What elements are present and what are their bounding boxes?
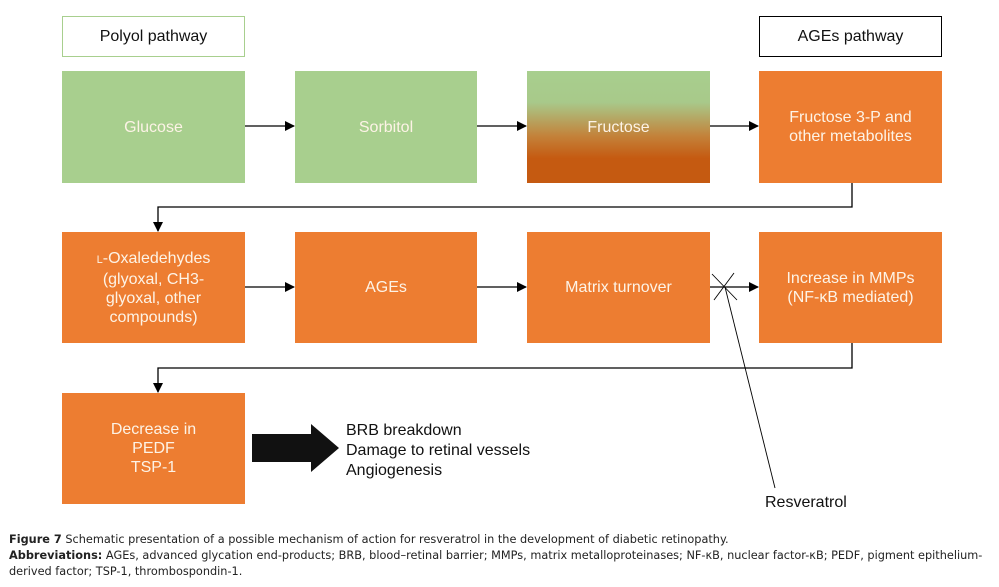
node-ages: AGEs (295, 232, 477, 343)
inhibition-cross-stroke-1 (711, 273, 738, 301)
figure-title: Figure 7 Schematic presentation of a pos… (9, 532, 994, 548)
resveratrol-label: Resveratrol (765, 494, 847, 511)
abbreviations: Abbreviations: AGEs, advanced glycation … (9, 548, 994, 580)
ages-pathway-text: AGEs pathway (797, 27, 904, 45)
resveratrol-inhibition-line (724, 286, 776, 489)
oxaledehydes-text: -Oxaledehydes (glyoxal, CH3- glyoxal, ot… (102, 249, 211, 326)
abbreviations-label: Abbreviations: (9, 549, 103, 562)
figure-label: Figure 7 (9, 533, 62, 546)
polyol-pathway-label: Polyol pathway (62, 16, 245, 57)
figure-description: Schematic presentation of a possible mec… (61, 533, 729, 546)
node-fructose-3p: Fructose 3-P and other metabolites (759, 71, 942, 183)
node-sorbitol: Sorbitol (295, 71, 477, 183)
figure-caption: Figure 7 Schematic presentation of a pos… (9, 532, 994, 580)
node-decrease-pedf: Decrease in PEDF TSP-1 (62, 393, 245, 504)
arrow-mmps-pedf (153, 343, 853, 393)
node-matrix-turnover: Matrix turnover (527, 232, 710, 343)
abbreviations-text: AGEs, advanced glycation end-products; B… (9, 549, 983, 578)
block-arrow-icon (252, 424, 339, 472)
node-fructose: Fructose (527, 71, 710, 183)
l-prefix: L (96, 253, 103, 266)
effect-item: Damage to retinal vessels (346, 442, 531, 459)
effects-list: BRB breakdown Damage to retinal vessels … (346, 421, 530, 481)
node-increase-mmps: Increase in MMPs (NF-κB mediated) (759, 232, 942, 343)
node-glucose: Glucose (62, 71, 245, 183)
effect-item: BRB breakdown (346, 422, 462, 439)
polyol-pathway-text: Polyol pathway (99, 27, 208, 45)
arrow-fructose3p-oxaledehydes (153, 183, 853, 232)
node-oxaledehydes: L-Oxaledehydes (glyoxal, CH3- glyoxal, o… (62, 232, 245, 343)
inhibition-cross-stroke-2 (713, 272, 735, 301)
effect-item: Angiogenesis (346, 462, 443, 479)
ages-pathway-label: AGEs pathway (759, 16, 942, 57)
